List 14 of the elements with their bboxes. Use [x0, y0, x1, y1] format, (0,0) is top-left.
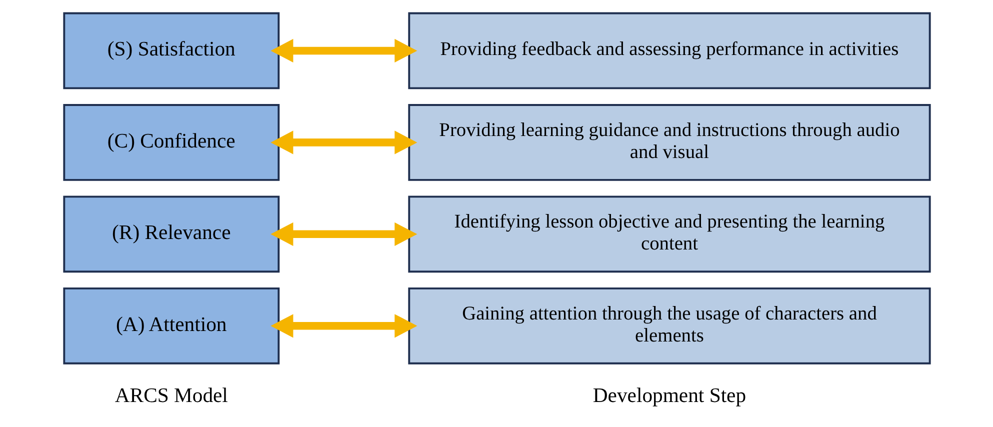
arrow — [270, 130, 417, 154]
arrow — [270, 314, 417, 338]
node-box: (C) Confidence — [62, 104, 280, 181]
arrow — [270, 222, 417, 246]
node-box: Providing learning guidance and instructions through audio and visual — [408, 104, 930, 181]
node-box: (R) Relevance — [62, 196, 280, 273]
node-box: Providing feedback and assessing performance in activities — [408, 12, 930, 90]
node-box: (S) Satisfaction — [62, 12, 280, 90]
node-box: (A) Attention — [62, 287, 280, 364]
label: ARCS Model — [114, 384, 228, 407]
label: Development Step — [592, 384, 746, 407]
node-box: Gaining attention through the usage of characters and elements — [408, 287, 930, 364]
node-box: Identifying lesson objective and presenting the learning content — [408, 196, 930, 273]
arrow — [270, 38, 417, 63]
